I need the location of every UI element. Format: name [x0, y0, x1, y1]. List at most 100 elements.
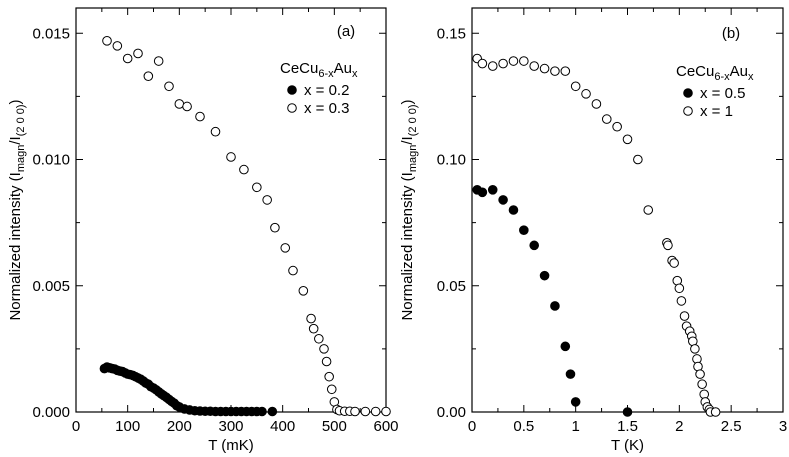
data-point — [498, 58, 508, 69]
data-point — [319, 344, 329, 354]
legend-marker — [287, 103, 297, 113]
data-point — [519, 56, 529, 66]
y-tick-label: 0.05 — [437, 278, 466, 295]
x-tick-label: 1.5 — [617, 418, 638, 435]
legend-title-sub: 6-x — [318, 68, 334, 80]
data-point — [550, 301, 560, 311]
data-point — [570, 397, 581, 407]
x-axis-title: T (mK) — [208, 437, 254, 454]
data-point — [710, 407, 721, 417]
data-point — [314, 333, 324, 344]
data-point — [210, 126, 221, 137]
data-point — [679, 311, 690, 321]
data-point — [324, 371, 334, 382]
y-axis-title-sub: (2 0 0) — [407, 104, 419, 136]
legend-title-sub: x — [352, 68, 358, 80]
y-axis-title-main: Normalized intensity (I — [399, 172, 416, 320]
legend-title: CeCu6-xAux — [676, 63, 754, 83]
series-filled — [99, 362, 278, 417]
data-point — [239, 164, 249, 175]
data-point — [102, 36, 112, 46]
data-point — [519, 225, 529, 235]
series-open — [472, 53, 721, 417]
data-point — [164, 81, 174, 92]
data-point — [622, 134, 633, 145]
x-tick-label: 200 — [167, 418, 192, 435]
y-axis-title-sub: (2 0 0) — [15, 104, 27, 136]
legend-marker — [287, 85, 297, 95]
x-tick-label: 0 — [468, 418, 476, 435]
data-point — [508, 56, 519, 66]
data-point — [570, 81, 581, 92]
data-point — [633, 154, 643, 165]
y-axis-title-mid: /I — [7, 136, 24, 144]
data-point — [498, 195, 508, 205]
data-point — [550, 66, 560, 76]
data-point — [326, 384, 337, 395]
data-point — [298, 286, 309, 296]
data-point — [487, 185, 498, 195]
legend-title-sub: 6-x — [714, 71, 730, 83]
data-point — [676, 296, 687, 306]
data-point — [663, 240, 673, 251]
data-point — [122, 53, 133, 64]
data-point — [539, 270, 550, 281]
legend-title-mid: Au — [334, 60, 352, 77]
legend-entry-label: x = 0.5 — [700, 85, 745, 102]
data-point — [252, 182, 262, 193]
data-point — [262, 195, 272, 205]
data-point — [321, 356, 332, 367]
data-point — [112, 41, 123, 51]
data-point — [565, 369, 576, 379]
y-tick-label: 0.010 — [32, 152, 70, 169]
data-point — [370, 406, 381, 417]
data-point — [643, 205, 654, 215]
y-tick-label: 0.00 — [437, 404, 466, 421]
panel-label: (a) — [337, 23, 355, 40]
panel-label: (b) — [722, 25, 740, 42]
legend-marker — [683, 106, 693, 116]
data-point — [622, 407, 633, 417]
data-point — [288, 265, 298, 276]
data-point — [143, 71, 154, 81]
data-point — [674, 283, 685, 294]
data-point — [508, 205, 519, 215]
x-tick-label: 3 — [779, 418, 787, 435]
data-point — [381, 406, 391, 417]
data-point — [153, 56, 164, 66]
data-point — [308, 323, 319, 334]
legend-marker — [683, 88, 693, 98]
data-point — [697, 379, 707, 390]
data-point — [477, 187, 488, 198]
x-tick-label: 0.5 — [513, 418, 534, 435]
data-point — [477, 58, 488, 69]
data-point — [669, 258, 679, 268]
y-axis-title-main: Normalized intensity (I — [7, 172, 24, 320]
data-point — [529, 61, 540, 71]
data-point — [581, 89, 591, 99]
data-point — [591, 99, 602, 109]
x-tick-label: 100 — [115, 418, 140, 435]
x-tick-label: 1 — [571, 418, 579, 435]
data-point — [306, 313, 316, 324]
data-point — [133, 48, 143, 59]
data-point — [195, 111, 205, 122]
legend-entry-label: x = 1 — [700, 103, 733, 120]
y-tick-label: 0.15 — [437, 25, 466, 42]
x-axis-title: T (K) — [611, 437, 644, 454]
y-axis-title-sub: magn — [407, 145, 419, 173]
data-point — [695, 369, 705, 379]
data-point — [529, 240, 540, 251]
legend-title-base: CeCu — [676, 63, 714, 80]
data-point — [182, 101, 192, 112]
x-tick-label: 2 — [675, 418, 683, 435]
legend-title-mid: Au — [730, 63, 748, 80]
data-point — [280, 243, 291, 253]
x-tick-label: 2.5 — [721, 418, 742, 435]
data-point — [257, 406, 267, 417]
data-point — [270, 222, 280, 233]
legend-title-base: CeCu — [280, 60, 318, 77]
